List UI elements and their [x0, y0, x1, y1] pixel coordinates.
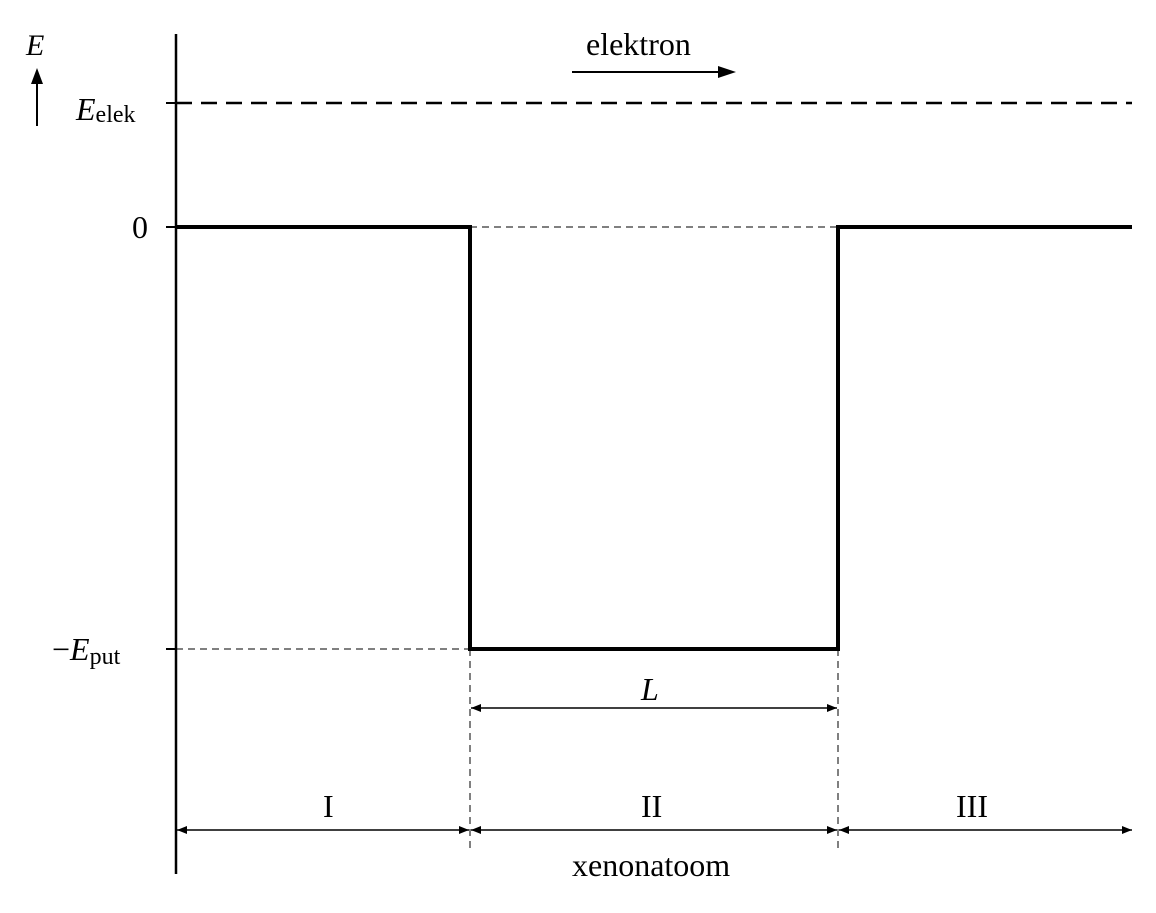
- region-3-label: III: [956, 788, 988, 824]
- zero-level-label: 0: [132, 209, 148, 245]
- width-label: L: [640, 671, 659, 707]
- up-arrow-icon: [31, 68, 43, 126]
- right-arrow-icon: [572, 66, 736, 78]
- potential-well-profile: [176, 225, 1132, 651]
- region-2-label: II: [641, 788, 662, 824]
- electron-energy-label: Eelek: [75, 91, 136, 128]
- atom-label: xenonatoom: [572, 847, 730, 883]
- electron-label: elektron: [586, 26, 691, 62]
- well-depth-label: −Eput: [52, 631, 121, 670]
- region-1-label: I: [323, 788, 334, 824]
- axis-label-e: E: [25, 29, 44, 62]
